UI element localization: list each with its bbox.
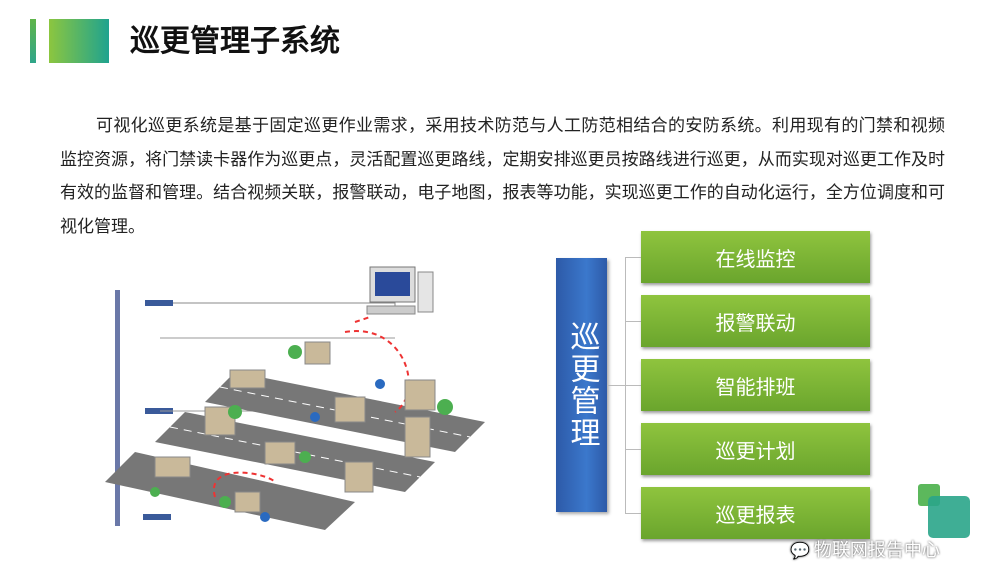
switch-icon xyxy=(145,300,173,306)
title-accent-block xyxy=(49,19,109,63)
title-accent-bar xyxy=(30,19,36,63)
connector-line xyxy=(625,449,641,450)
page-title: 巡更管理子系统 xyxy=(130,24,340,59)
node-alarm-linkage: 报警联动 xyxy=(641,295,870,347)
trees xyxy=(150,345,453,508)
connector-line xyxy=(607,385,625,386)
watermark-text: 物联网报告中心 xyxy=(813,540,940,561)
switch-icon xyxy=(145,408,173,414)
connector-line xyxy=(625,257,641,258)
node-online-monitoring: 在线监控 xyxy=(641,231,870,283)
guard-icons xyxy=(260,379,385,522)
computer-icon xyxy=(366,266,434,315)
root-node: 巡更管理 xyxy=(556,258,607,512)
switch-icon xyxy=(143,514,171,520)
network-pole xyxy=(115,290,120,526)
patrol-route xyxy=(212,316,410,498)
patrol-illustration xyxy=(105,266,485,530)
connector-line xyxy=(625,385,641,386)
node-smart-scheduling: 智能排班 xyxy=(641,359,870,411)
node-patrol-plan: 巡更计划 xyxy=(641,423,870,475)
description-paragraph: 可视化巡更系统是基于固定巡更作业需求，采用技术防范与人工防范相结合的安防系统。利… xyxy=(60,116,945,237)
watermark-logo xyxy=(918,484,970,538)
node-patrol-report: 巡更报表 xyxy=(641,487,870,539)
watermark: 💬 物联网报告中心 xyxy=(790,540,940,562)
buildings xyxy=(154,341,436,513)
connector-line xyxy=(625,513,641,514)
wechat-icon: 💬 xyxy=(790,541,810,560)
connector-line xyxy=(625,321,641,322)
